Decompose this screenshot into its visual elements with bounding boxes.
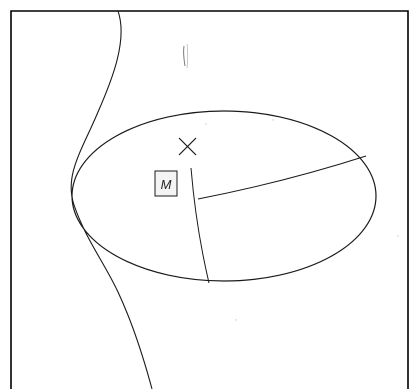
frame-border: [11, 11, 408, 389]
vertical-line: [191, 168, 209, 283]
boundary-curve: [71, 11, 152, 389]
radius-line: [198, 156, 366, 199]
cross-mark: [179, 138, 196, 155]
label-box: M: [155, 171, 177, 196]
faint-specks: [205, 109, 398, 320]
ellipse-region: [72, 111, 376, 281]
label-box-text: M: [161, 177, 172, 192]
small-mark: [184, 44, 188, 68]
